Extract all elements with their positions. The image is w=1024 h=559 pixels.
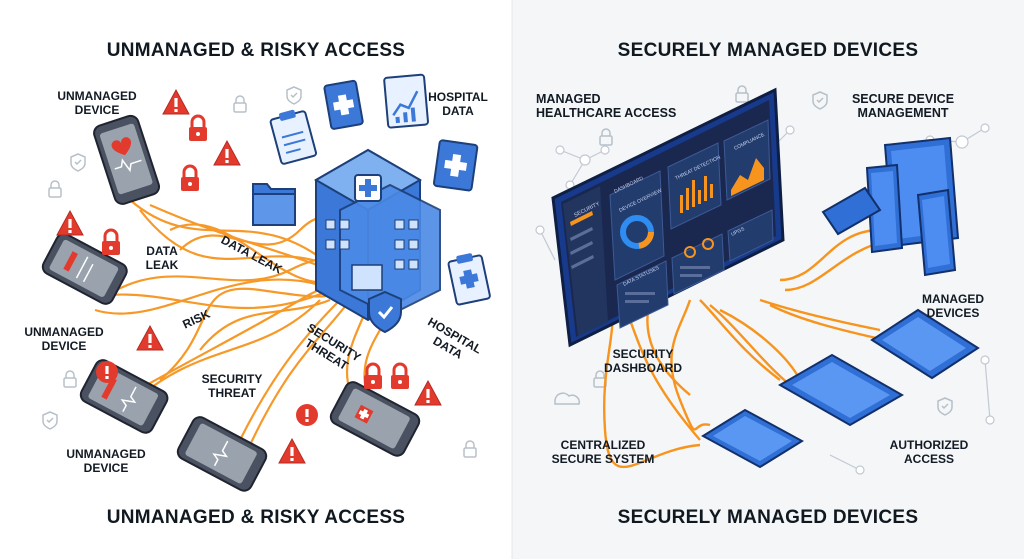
alert-icon	[296, 404, 318, 426]
label-security-threat: SECURITY THREAT	[201, 372, 263, 400]
right-background-icons	[554, 85, 953, 416]
label-security-dashboard: SECURITY DASHBOARD	[604, 347, 682, 375]
alert-icon	[278, 438, 306, 464]
label-managed-devices: MANAGED DEVICES	[922, 292, 984, 320]
hospital-documents	[252, 73, 491, 334]
tablet-middle	[777, 353, 905, 427]
alert-icon	[136, 325, 164, 351]
alert-icon	[213, 140, 241, 166]
lock-icon	[187, 114, 209, 143]
label-centralized-secure-system: CENTRALIZED SECURE SYSTEM	[551, 438, 655, 466]
tablet-right	[870, 308, 980, 380]
alert-icon	[414, 380, 442, 406]
right-title-top: SECURELY MANAGED DEVICES	[617, 40, 919, 61]
shield-icon	[368, 290, 402, 334]
label-unmanaged-device: UNMANAGED DEVICE	[57, 89, 137, 117]
lock-icon	[362, 362, 384, 391]
managed-connection-lines	[603, 228, 891, 469]
dashboard-header: UPGS	[730, 226, 746, 238]
label-secure-device-management: SECURE DEVICE MANAGEMENT	[851, 92, 955, 120]
label-unmanaged-device: UNMANAGED DEVICE	[24, 325, 104, 353]
tablet-bottom	[701, 408, 804, 469]
label-unmanaged-device: UNMANAGED DEVICE	[66, 447, 146, 475]
alert-icon	[56, 210, 84, 236]
right-title-bottom: SECURELY MANAGED DEVICES	[617, 507, 919, 528]
lock-icon	[100, 228, 122, 257]
label-authorized-access: AUTHORIZED ACCESS	[889, 438, 969, 466]
label-managed-healthcare-access: MANAGED HEALTHCARE ACCESS	[536, 92, 677, 120]
left-title-bottom: UNMANAGED & RISKY ACCESS	[106, 507, 406, 528]
unmanaged-phones	[41, 114, 421, 492]
label-data-leak: DATA LEAK	[145, 244, 179, 272]
alert-icon	[96, 361, 118, 383]
tablet-stack	[821, 136, 960, 277]
alert-icon	[162, 89, 190, 115]
hospital-building	[313, 148, 441, 322]
lock-icon	[389, 362, 411, 391]
lock-icon	[179, 164, 201, 193]
label-hospital-data: HOSPITAL DATA	[428, 90, 488, 118]
managed-devices	[701, 136, 980, 469]
left-title-top: UNMANAGED & RISKY ACCESS	[106, 40, 406, 61]
security-dashboard-monitor: SECURITY DASHBOARD DEVICE OVERVIEW THREA…	[551, 87, 785, 348]
